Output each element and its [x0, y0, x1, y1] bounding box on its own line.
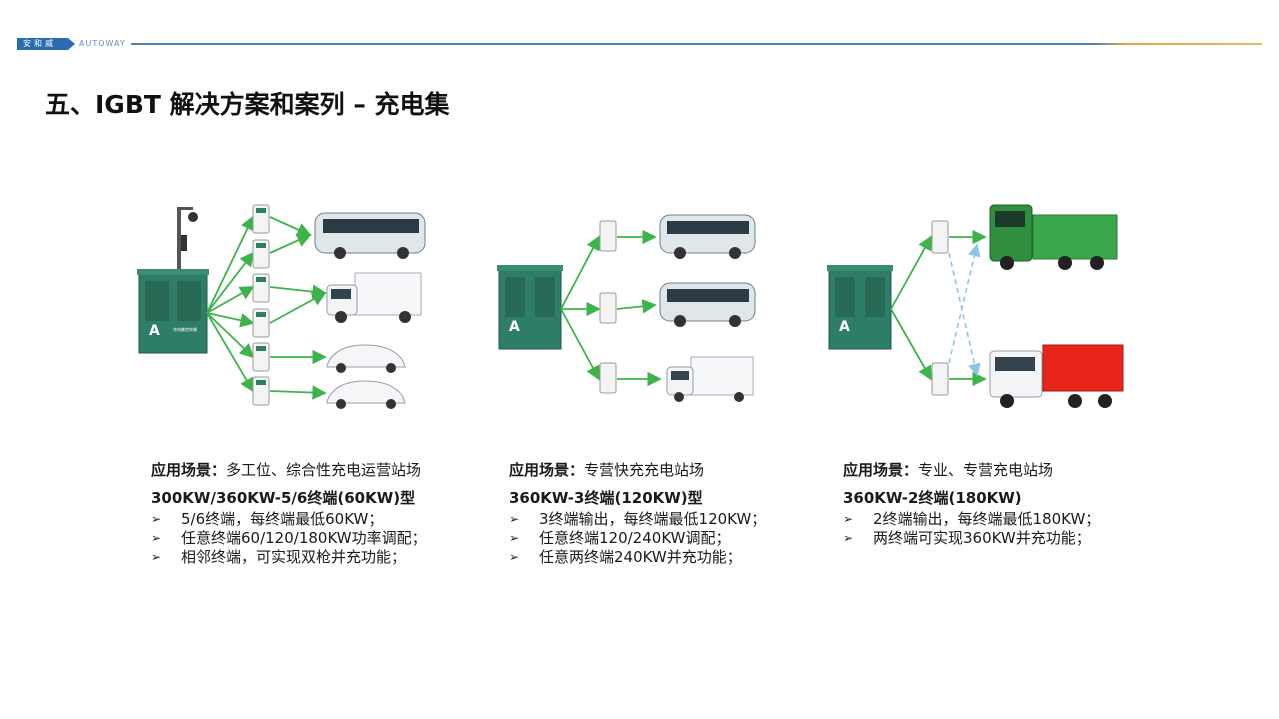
charger-terminal-icon — [599, 220, 617, 394]
camera-pole-icon — [177, 207, 198, 289]
box-truck-icon — [989, 344, 1124, 408]
scene-line: 应用场景：多工位、综合性充电运营站场 — [151, 461, 422, 479]
company-logo: 安和威 — [17, 38, 75, 50]
feature-bullet: ➢任意两终端240KW并充功能； — [509, 548, 742, 566]
description-left: 应用场景：多工位、综合性充电运营站场 300KW/360KW-5/6终端(60K… — [151, 460, 427, 567]
svg-text:A: A — [509, 319, 520, 335]
charging-cabinet-icon: A 充电集控终端 — [137, 269, 209, 354]
charging-cabinet-icon: A — [827, 265, 893, 350]
charger-terminal-icon — [931, 220, 949, 396]
description-right: 应用场景：专业、专营充电站场 360KW-2终端(180KW) ➢2终端输出，每… — [843, 460, 1100, 548]
header-rule — [131, 43, 1262, 45]
description-middle: 应用场景：专营快充充电站场 360KW-3终端(120KW)型 ➢3终端输出，每… — [509, 460, 766, 567]
diagram-left: A 充电集控终端 — [137, 204, 426, 409]
feature-bullet: ➢两终端可实现360KW并充功能； — [843, 529, 1091, 547]
page-title: 五、IGBT 解决方案和案列 – 充电集 — [45, 90, 450, 119]
brand-name: AUTOWAY — [79, 39, 126, 48]
diagram-right: A — [827, 204, 1124, 408]
feature-bullet: ➢任意终端60/120/180KW功率调配； — [151, 529, 427, 547]
charging-cabinet-icon: A — [497, 265, 563, 350]
model-name: 360KW-2终端(180KW) — [843, 489, 1022, 507]
scene-line: 应用场景：专业、专营充电站场 — [843, 461, 1054, 479]
dump-truck-icon — [989, 204, 1118, 270]
model-name: 360KW-3终端(120KW)型 — [509, 489, 703, 507]
bus-icon — [659, 214, 756, 259]
bus-icon — [314, 212, 426, 259]
charger-terminal-icon — [252, 204, 270, 406]
model-name: 300KW/360KW-5/6终端(60KW)型 — [151, 489, 416, 507]
svg-text:A: A — [839, 319, 850, 335]
feature-bullet: ➢3终端输出，每终端最低120KW； — [509, 510, 767, 528]
feature-bullet: ➢2终端输出，每终端最低180KW； — [843, 510, 1101, 528]
delivery-van-icon — [326, 272, 422, 323]
feature-bullet: ➢5/6终端，每终端最低60KW； — [151, 510, 384, 528]
svg-text:A: A — [149, 323, 160, 339]
bus-icon — [659, 282, 756, 327]
sedan-car-icon — [326, 380, 406, 409]
feature-bullet: ➢任意终端120/240KW调配； — [509, 529, 731, 547]
feature-bullet: ➢相邻终端，可实现双枪并充功能； — [151, 548, 407, 566]
cabinet-label: 充电集控终端 — [173, 326, 197, 332]
diagram-middle: A — [497, 214, 756, 402]
scene-line: 应用场景：专营快充充电站场 — [509, 461, 705, 479]
sedan-car-icon — [326, 344, 406, 373]
delivery-van-icon — [666, 356, 754, 402]
header-bar: 安和威 AUTOWAY — [17, 38, 1262, 50]
